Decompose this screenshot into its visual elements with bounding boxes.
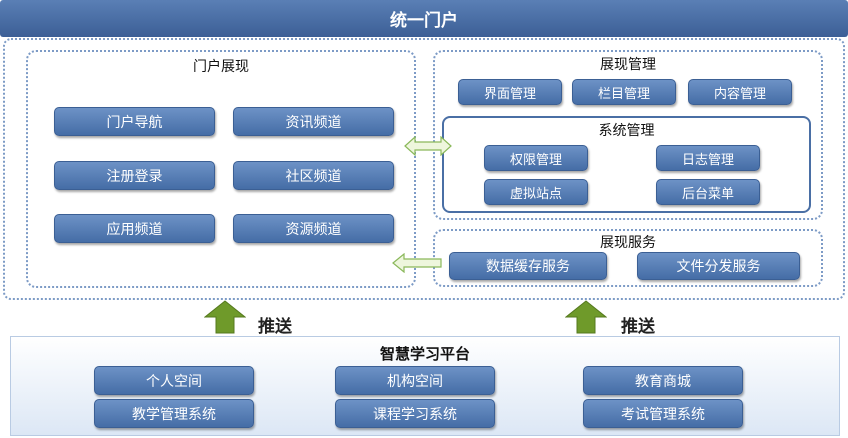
push-label-left: 推送 <box>258 317 292 337</box>
virtual-site-button[interactable]: 虚拟站点 <box>484 179 588 205</box>
left-arrow-icon <box>392 253 442 273</box>
data-cache-service-button[interactable]: 数据缓存服务 <box>449 252 607 280</box>
ui-management-button[interactable]: 界面管理 <box>458 79 562 105</box>
education-mall-button[interactable]: 教育商城 <box>583 366 743 395</box>
app-channel-button[interactable]: 应用频道 <box>54 214 215 243</box>
push-up-arrow-icon <box>204 300 246 334</box>
platform-title: 智慧学习平台 <box>379 345 470 363</box>
portal-nav-button[interactable]: 门户导航 <box>54 107 215 136</box>
file-distribution-service-button[interactable]: 文件分发服务 <box>637 252 800 280</box>
exam-management-system-button[interactable]: 考试管理系统 <box>583 399 743 428</box>
push-label-right: 推送 <box>621 317 655 337</box>
course-learning-system-button[interactable]: 课程学习系统 <box>335 399 495 428</box>
community-channel-button[interactable]: 社区频道 <box>233 161 394 190</box>
personal-space-button[interactable]: 个人空间 <box>94 366 254 395</box>
display-service-title: 展现服务 <box>600 235 656 251</box>
display-management-title: 展现管理 <box>600 57 656 73</box>
permission-management-button[interactable]: 权限管理 <box>484 145 588 171</box>
system-management-title: 系统管理 <box>598 123 655 139</box>
portal-header: 统一门户 <box>0 0 848 37</box>
log-management-button[interactable]: 日志管理 <box>656 145 760 171</box>
column-management-button[interactable]: 栏目管理 <box>572 79 676 105</box>
portal-title: 统一门户 <box>390 11 458 31</box>
backend-menu-button[interactable]: 后台菜单 <box>656 179 760 205</box>
teaching-management-system-button[interactable]: 教学管理系统 <box>94 399 254 428</box>
double-arrow-icon <box>404 136 452 156</box>
register-login-button[interactable]: 注册登录 <box>54 161 215 190</box>
institution-space-button[interactable]: 机构空间 <box>335 366 495 395</box>
content-management-button[interactable]: 内容管理 <box>688 79 792 105</box>
resource-channel-button[interactable]: 资源频道 <box>233 214 394 243</box>
portal-frame <box>3 38 845 300</box>
push-up-arrow-icon <box>565 300 607 334</box>
news-channel-button[interactable]: 资讯频道 <box>233 107 394 136</box>
portal-display-title: 门户展现 <box>193 59 249 75</box>
